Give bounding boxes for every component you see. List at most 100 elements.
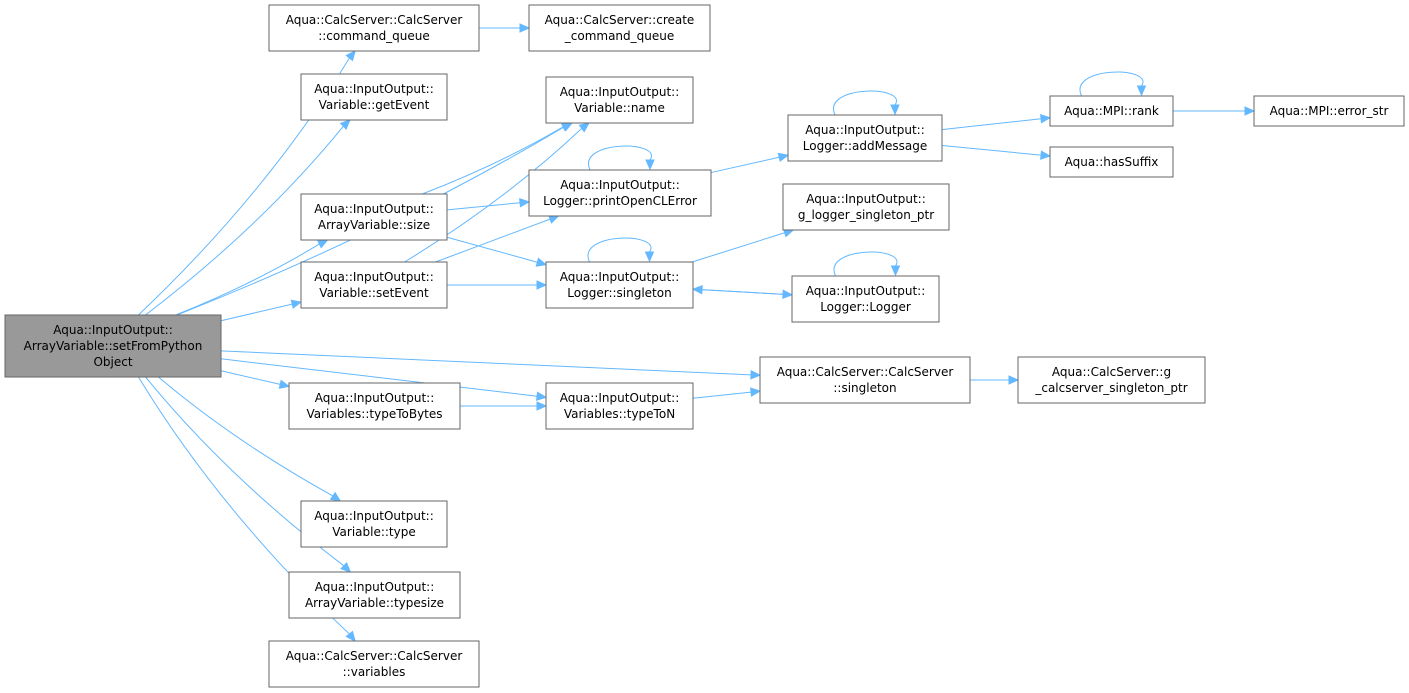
edge-vars_typeToN-to-cs_singleton-arrowhead	[750, 387, 762, 397]
node-box	[782, 183, 950, 231]
edge-logger_singleton-to-logger_singleton-arrowhead	[644, 251, 655, 263]
node-label-line: Aqua::MPI::error_str	[1270, 104, 1389, 118]
node-box	[268, 640, 480, 688]
node-box	[300, 193, 448, 241]
edge-setFromPythonObject-to-vars_typeToN	[220, 358, 538, 397]
edge-setFromPythonObject-to-var_getEvent	[145, 125, 344, 316]
node-label-line: Aqua::InputOutput::	[805, 123, 925, 137]
node-box	[1049, 95, 1174, 127]
node-label-line: Logger::Logger	[820, 300, 911, 314]
node-box	[1049, 146, 1174, 178]
node-label-line: ::command_queue	[318, 29, 430, 43]
edge-setFromPythonObject-to-cs_variables-arrowhead	[345, 630, 356, 642]
edge-arrvar_size-to-logger_singleton	[446, 236, 538, 263]
node-var_type[interactable]: Aqua::InputOutput::Variable::type	[300, 500, 448, 548]
node-box	[300, 500, 448, 548]
node-cs_g_calcserver_singleton_ptr[interactable]: Aqua::CalcServer::g_calcserver_singleton…	[1017, 356, 1206, 404]
node-g_logger_singleton_ptr[interactable]: Aqua::InputOutput::g_logger_singleton_pt…	[782, 183, 950, 231]
edge-setFromPythonObject-to-var_type-arrowhead	[329, 491, 342, 502]
edge-mpi_rank-to-mpi_rank-arrowhead	[1136, 85, 1147, 97]
edge-var_setEvent-to-logger_singleton-arrowhead	[536, 280, 548, 290]
edge-logger_addMessage-to-hasSuffix-arrowhead	[1040, 150, 1052, 160]
node-label-line: Aqua::InputOutput::	[560, 85, 680, 99]
edge-logger_addMessage-to-logger_addMessage-arrowhead	[890, 104, 900, 116]
edge-arrvar_size-to-logger_printOpenCLError	[446, 202, 521, 211]
node-label-line: Aqua::InputOutput::	[314, 202, 434, 216]
node-mpi_error_str[interactable]: Aqua::MPI::error_str	[1253, 95, 1405, 127]
edge-setFromPythonObject-to-vars_typeToN-arrowhead	[536, 391, 548, 401]
node-box	[1017, 356, 1206, 404]
node-label-line: Aqua::InputOutput::	[314, 270, 434, 284]
node-box	[268, 4, 480, 52]
node-label-line: Aqua::hasSuffix	[1065, 155, 1159, 169]
node-logger_printOpenCLError[interactable]: Aqua::InputOutput::Logger::printOpenCLEr…	[528, 169, 712, 217]
node-logger_addMessage[interactable]: Aqua::InputOutput::Logger::addMessage	[787, 114, 943, 162]
node-label-line: Aqua::InputOutput::	[53, 323, 173, 337]
node-label-line: ArrayVariable::typesize	[305, 596, 444, 610]
edge-cs_command_queue-to-cs_create_command_queue-arrowhead	[519, 23, 531, 33]
node-label-line: Logger::printOpenCLError	[543, 194, 697, 208]
node-label-line: _calcserver_singleton_ptr	[1034, 381, 1187, 395]
node-label-line: Aqua::CalcServer::CalcServer	[286, 649, 463, 663]
edge-logger_Logger-to-logger_singleton-arrowhead	[691, 284, 703, 295]
node-label-line: ::singleton	[833, 381, 896, 395]
edge-logger_addMessage-to-logger_addMessage	[833, 90, 898, 116]
edge-setFromPythonObject-to-vars_typeToBytes	[220, 370, 281, 385]
node-vars_typeToBytes[interactable]: Aqua::InputOutput::Variables::typeToByte…	[288, 382, 461, 430]
node-logger_singleton[interactable]: Aqua::InputOutput::Logger::singleton	[545, 261, 694, 309]
node-mpi_rank[interactable]: Aqua::MPI::rank	[1049, 95, 1174, 127]
edge-logger_Logger-to-logger_Logger-arrowhead	[890, 265, 901, 277]
node-setFromPythonObject[interactable]: Aqua::InputOutput::ArrayVariable::setFro…	[4, 314, 222, 378]
node-box	[288, 571, 461, 619]
edge-logger_singleton-to-g_logger_singleton_ptr	[692, 232, 785, 263]
node-cs_command_queue[interactable]: Aqua::CalcServer::CalcServer::command_qu…	[268, 4, 480, 52]
edge-setFromPythonObject-to-cs_command_queue-arrowhead	[345, 50, 356, 62]
node-label-line: Aqua::MPI::rank	[1064, 104, 1159, 118]
node-box	[791, 275, 940, 323]
node-label-line: Variable::getEvent	[319, 98, 430, 112]
node-label-line: Object	[93, 355, 132, 369]
node-arrvar_typesize[interactable]: Aqua::InputOutput::ArrayVariable::typesi…	[288, 571, 461, 619]
node-label-line: Aqua::CalcServer::CalcServer	[777, 365, 954, 379]
node-var_getEvent[interactable]: Aqua::InputOutput::Variable::getEvent	[300, 73, 448, 121]
node-var_name[interactable]: Aqua::InputOutput::Variable::name	[545, 76, 694, 124]
edge-arrvar_size-to-var_name-arrowhead	[560, 122, 573, 132]
edge-logger_printOpenCLError-to-logger_addMessage-arrowhead	[777, 152, 790, 163]
node-vars_typeToN[interactable]: Aqua::InputOutput::Variables::typeToN	[545, 382, 694, 430]
edge-logger_addMessage-to-hasSuffix	[941, 144, 1042, 156]
node-label-line: ArrayVariable::size	[318, 218, 430, 232]
node-label-line: Aqua::InputOutput::	[806, 192, 926, 206]
edge-setFromPythonObject-to-arrvar_size	[175, 243, 320, 316]
node-logger_Logger[interactable]: Aqua::InputOutput::Logger::Logger	[791, 275, 940, 323]
node-arrvar_size[interactable]: Aqua::InputOutput::ArrayVariable::size	[300, 193, 448, 241]
edge-setFromPythonObject-to-vars_typeToBytes-arrowhead	[278, 379, 291, 389]
node-box	[4, 314, 222, 378]
node-var_setEvent[interactable]: Aqua::InputOutput::Variable::setEvent	[300, 261, 448, 309]
node-box	[545, 382, 694, 430]
node-label-line: Variable::name	[574, 101, 665, 115]
edge-logger_Logger-to-logger_Logger	[833, 251, 898, 277]
edge-logger_printOpenCLError-to-logger_printOpenCLError	[588, 145, 653, 171]
node-box	[300, 261, 448, 309]
node-cs_create_command_queue[interactable]: Aqua::CalcServer::create_command_queue	[528, 4, 711, 52]
node-label-line: ArrayVariable::setFromPython	[24, 339, 203, 353]
node-label-line: g_logger_singleton_ptr	[798, 208, 934, 222]
edge-logger_addMessage-to-mpi_rank-arrowhead	[1040, 114, 1052, 124]
node-cs_singleton[interactable]: Aqua::CalcServer::CalcServer::singleton	[759, 356, 971, 404]
node-label-line: Variable::type	[332, 525, 415, 539]
node-hasSuffix[interactable]: Aqua::hasSuffix	[1049, 146, 1174, 178]
edge-var_setEvent-to-var_name-arrowhead	[578, 122, 590, 133]
node-label-line: Aqua::InputOutput::	[314, 82, 434, 96]
edge-mpi_rank-to-mpi_error_str-arrowhead	[1244, 106, 1256, 116]
edge-logger_printOpenCLError-to-logger_addMessage	[710, 156, 780, 174]
node-box	[787, 114, 943, 162]
edge-setFromPythonObject-to-var_setEvent	[220, 303, 293, 322]
node-label-line: Aqua::CalcServer::create	[545, 13, 695, 27]
node-label-line: ::variables	[343, 665, 406, 679]
node-cs_variables[interactable]: Aqua::CalcServer::CalcServer::variables	[268, 640, 480, 688]
edge-arrvar_size-to-logger_singleton-arrowhead	[535, 257, 548, 267]
node-box	[528, 169, 712, 217]
node-box	[759, 356, 971, 404]
node-label-line: Aqua::InputOutput::	[314, 509, 434, 523]
